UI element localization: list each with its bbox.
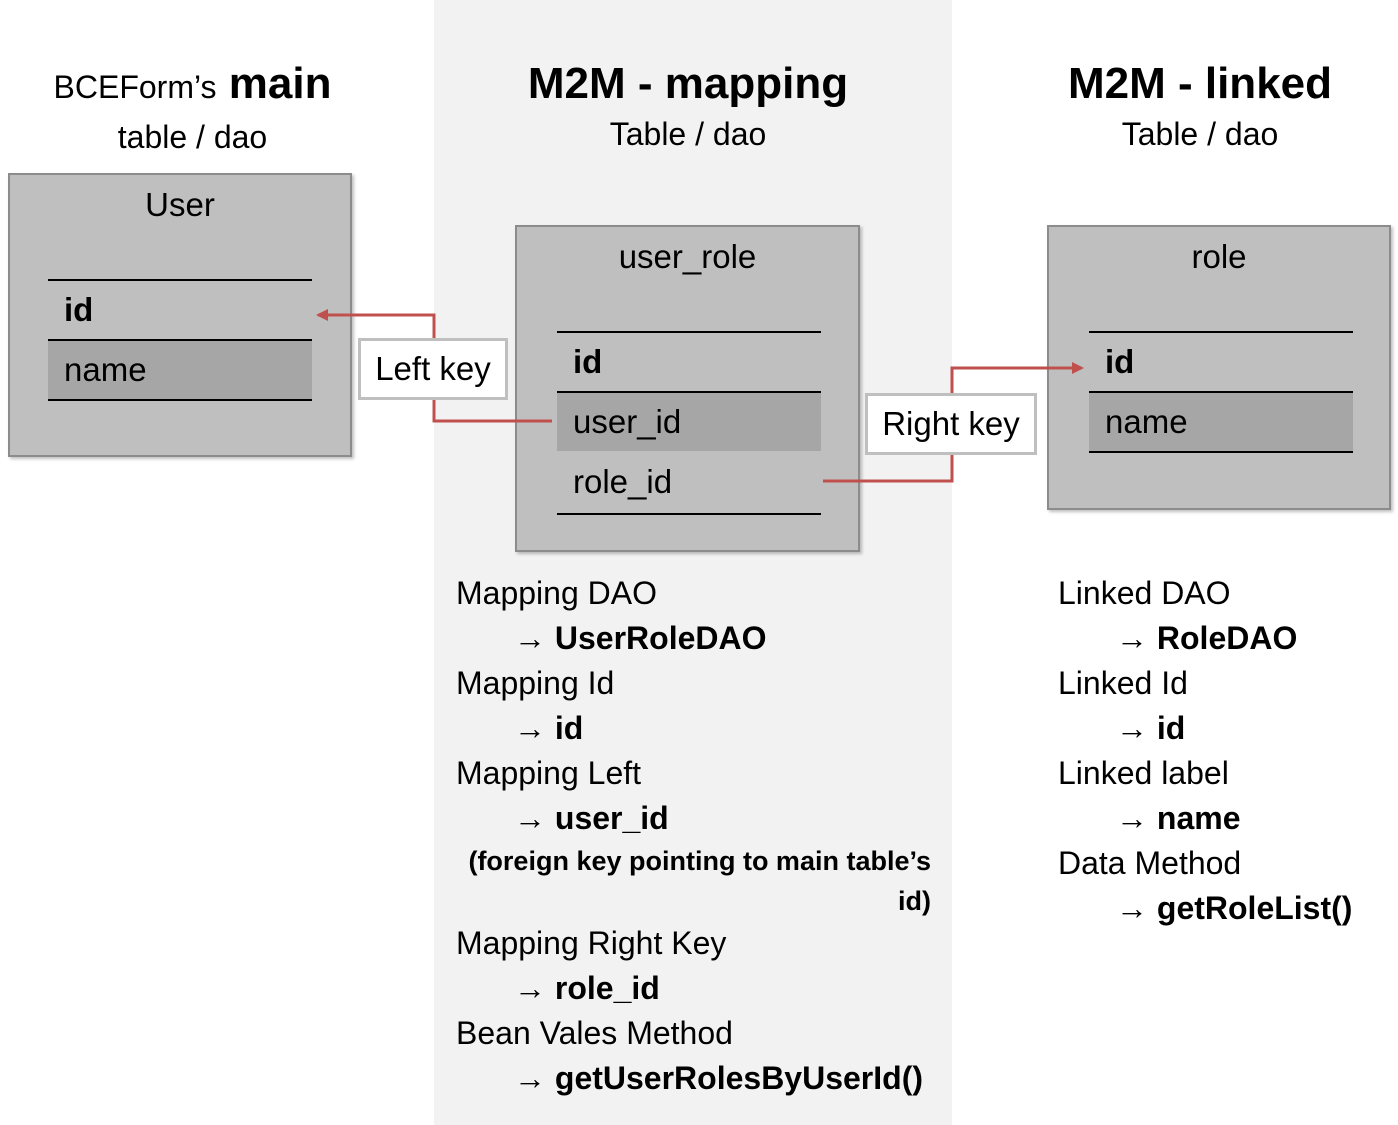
arrow-icon: → xyxy=(1116,710,1148,746)
linked-dao-value: → RoleDAO xyxy=(1116,620,1298,656)
user-role-table: user_role id user_id role_id xyxy=(515,225,860,552)
mapping-right-key-value: → role_id xyxy=(514,970,660,1006)
user-role-table-title: user_role xyxy=(618,238,757,275)
mapping-column-header: M2M - mapping Table / dao xyxy=(488,58,888,158)
linked-config: Linked DAO → RoleDAO Linked Id → id Link… xyxy=(1058,571,1352,931)
right-key-label: Right key xyxy=(865,393,1037,455)
mapping-dao-label: Mapping DAO xyxy=(456,575,657,611)
user-role-field-divider xyxy=(557,391,821,393)
mapping-dao-value: → UserRoleDAO xyxy=(514,620,767,656)
user-role-field-user-id: user_id xyxy=(557,393,821,451)
arrow-icon: → xyxy=(1116,890,1148,926)
user-table-divider xyxy=(48,279,312,281)
user-field-divider xyxy=(48,339,312,341)
role-field-id: id xyxy=(1105,343,1135,380)
main-header-prefix: BCEForm’s xyxy=(53,69,217,105)
mapping-left-label: Mapping Left xyxy=(456,755,642,791)
user-role-field-divider xyxy=(557,513,821,515)
linked-dao-label: Linked DAO xyxy=(1058,575,1231,611)
arrow-icon: → xyxy=(514,620,546,656)
linked-header-title: M2M - linked xyxy=(1067,59,1333,108)
mapping-config: Mapping DAO → UserRoleDAO Mapping Id → i… xyxy=(456,571,931,1101)
arrow-icon: → xyxy=(514,800,546,836)
role-field-divider xyxy=(1089,391,1353,393)
mapping-id-label: Mapping Id xyxy=(456,665,615,701)
user-field-name: name xyxy=(48,341,312,399)
role-table-title: role xyxy=(1191,238,1247,275)
role-table-divider xyxy=(1089,331,1353,333)
main-header-subtitle: table / dao xyxy=(117,119,268,155)
mapping-id-value: → id xyxy=(514,710,584,746)
main-header-emphasis: main xyxy=(228,59,332,108)
user-field-id: id xyxy=(64,291,94,328)
data-method-value: → getRoleList() xyxy=(1116,890,1353,926)
linked-label-label: Linked label xyxy=(1058,755,1229,791)
arrow-icon: → xyxy=(514,710,546,746)
role-field-name: name xyxy=(1089,393,1353,451)
mapping-column-band xyxy=(434,0,952,1125)
mapping-left-value: → user_id xyxy=(514,800,669,836)
user-role-field-role-id: role_id xyxy=(573,463,673,500)
linked-header-subtitle: Table / dao xyxy=(1121,116,1279,152)
user-field-divider xyxy=(48,399,312,401)
linked-id-label: Linked Id xyxy=(1058,665,1188,701)
user-table-title: User xyxy=(145,186,215,223)
mapping-header-title: M2M - mapping xyxy=(527,59,849,108)
bean-values-method-label: Bean Vales Method xyxy=(456,1015,733,1051)
arrow-icon: → xyxy=(514,970,546,1006)
mapping-right-key-label: Mapping Right Key xyxy=(456,925,727,961)
left-key-label: Left key xyxy=(358,338,508,400)
bean-values-method-value: → getUserRolesByUserId() xyxy=(514,1060,923,1096)
linked-column-header: M2M - linked Table / dao xyxy=(1010,58,1390,158)
mapping-header-subtitle: Table / dao xyxy=(609,116,767,152)
user-role-table-divider xyxy=(557,331,821,333)
user-role-field-id: id xyxy=(573,343,603,380)
data-method-label: Data Method xyxy=(1058,845,1242,881)
mapping-left-note: (foreign key pointing to main table’s id… xyxy=(468,846,931,916)
arrow-icon: → xyxy=(514,1060,546,1096)
linked-id-value: → id xyxy=(1116,710,1186,746)
role-field-divider xyxy=(1089,451,1353,453)
linked-label-value: → name xyxy=(1116,800,1241,836)
arrow-icon: → xyxy=(1116,800,1148,836)
arrow-icon: → xyxy=(1116,620,1148,656)
main-column-header: BCEForm’s main table / dao xyxy=(40,58,345,161)
user-table: User id name xyxy=(8,173,352,457)
role-table: role id name xyxy=(1047,225,1391,510)
